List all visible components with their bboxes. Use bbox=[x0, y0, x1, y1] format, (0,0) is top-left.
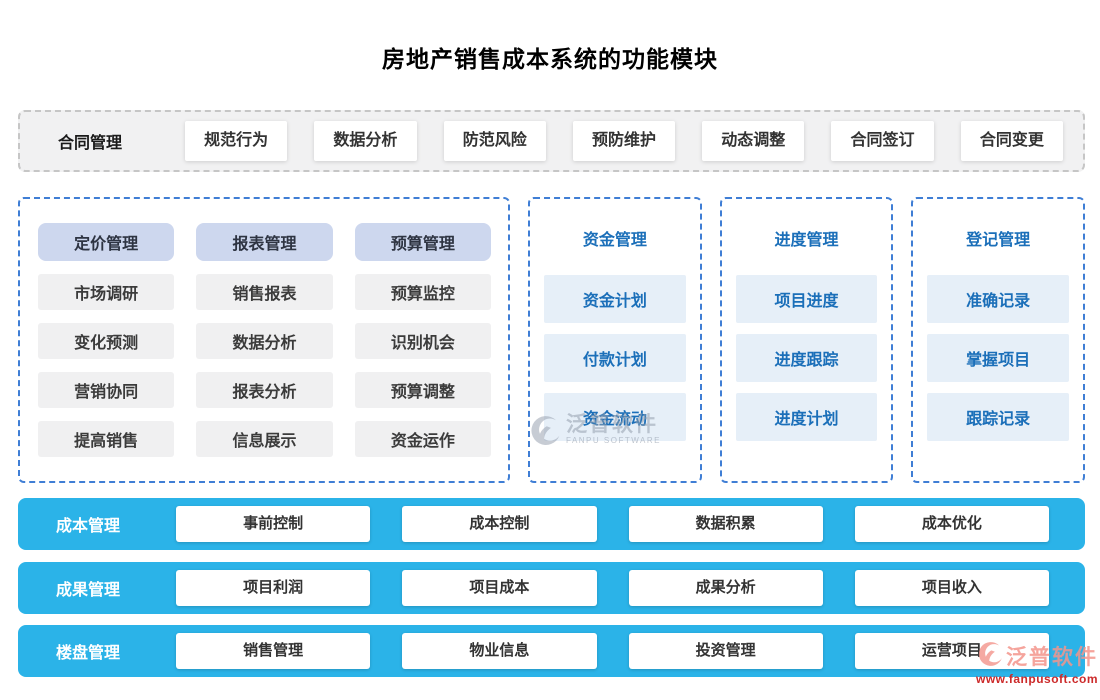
panel-item: 资金流动 bbox=[544, 393, 686, 441]
row-module-box: 数据积累 bbox=[628, 506, 823, 542]
panel-item: 进度跟踪 bbox=[735, 334, 878, 382]
row-module-box: 运营项目 bbox=[854, 633, 1049, 669]
panel-item: 掌握项目 bbox=[927, 334, 1070, 382]
matrix-item: 预算监控 bbox=[354, 274, 491, 310]
contract-module-box: 防范风险 bbox=[443, 121, 546, 161]
row-module-box: 事前控制 bbox=[176, 506, 371, 542]
contract-row-label: 合同管理 bbox=[57, 135, 122, 152]
results-management-row: 成果管理 项目利润 项目成本 成果分析 项目收入 bbox=[18, 562, 1085, 614]
matrix-item: 提高销售 bbox=[38, 421, 175, 457]
row-module-box: 销售管理 bbox=[176, 633, 371, 669]
panel-title: 进度管理 bbox=[774, 232, 839, 249]
panel-title: 资金管理 bbox=[582, 232, 647, 249]
contract-module-box: 预防维护 bbox=[572, 121, 676, 161]
contract-management-row: 合同管理 规范行为 数据分析 防范风险 预防维护 动态调整 合同签订 合同变更 bbox=[18, 110, 1085, 172]
panel-title: 登记管理 bbox=[966, 232, 1031, 249]
registration-management-panel: 登记管理 准确记录 掌握项目 跟踪记录 bbox=[911, 197, 1086, 483]
module-matrix-panel: 定价管理 报表管理 预算管理 市场调研 销售报表 预算监控 变化预测 数据分析 … bbox=[18, 197, 510, 483]
row-module-box: 物业信息 bbox=[402, 633, 597, 669]
matrix-item: 报表分析 bbox=[196, 372, 333, 408]
contract-module-box: 数据分析 bbox=[314, 121, 417, 161]
contract-module-box: 合同签订 bbox=[831, 121, 934, 161]
matrix-item: 信息展示 bbox=[196, 421, 333, 457]
matrix-item: 市场调研 bbox=[38, 274, 175, 310]
row-module-box: 成本控制 bbox=[402, 506, 597, 542]
row-module-box: 成果分析 bbox=[628, 570, 823, 606]
row-label: 成果管理 bbox=[55, 582, 120, 599]
matrix-item: 预算调整 bbox=[354, 372, 491, 408]
row-module-box: 成本优化 bbox=[854, 506, 1049, 542]
row-module-box: 项目收入 bbox=[854, 570, 1049, 606]
matrix-item: 变化预测 bbox=[38, 323, 175, 359]
matrix-item: 数据分析 bbox=[196, 323, 333, 359]
cost-management-row: 成本管理 事前控制 成本控制 数据积累 成本优化 bbox=[18, 498, 1085, 550]
panel-item: 进度计划 bbox=[735, 393, 878, 441]
row-label: 成本管理 bbox=[55, 518, 120, 535]
row-label: 楼盘管理 bbox=[55, 645, 120, 662]
panel-item: 准确记录 bbox=[927, 275, 1070, 323]
funds-management-panel: 资金管理 资金计划 付款计划 资金流动 bbox=[528, 197, 702, 483]
contract-module-box: 动态调整 bbox=[702, 121, 805, 161]
row-module-box: 项目利润 bbox=[176, 570, 371, 606]
matrix-header-pricing: 定价管理 bbox=[38, 223, 175, 261]
matrix-item: 营销协同 bbox=[38, 372, 175, 408]
middle-panels: 定价管理 报表管理 预算管理 市场调研 销售报表 预算监控 变化预测 数据分析 … bbox=[18, 197, 1086, 483]
contract-module-box: 规范行为 bbox=[185, 121, 288, 161]
matrix-item: 销售报表 bbox=[196, 274, 333, 310]
panel-item: 项目进度 bbox=[735, 275, 878, 323]
row-module-box: 项目成本 bbox=[402, 570, 597, 606]
property-management-row: 楼盘管理 销售管理 物业信息 投资管理 运营项目 bbox=[18, 625, 1085, 677]
panel-item: 资金计划 bbox=[544, 275, 686, 323]
panel-item: 跟踪记录 bbox=[927, 393, 1070, 441]
matrix-item: 识别机会 bbox=[354, 323, 491, 359]
matrix-item: 资金运作 bbox=[354, 421, 491, 457]
panel-item: 付款计划 bbox=[544, 334, 686, 382]
contract-module-box: 合同变更 bbox=[960, 121, 1063, 161]
matrix-header-budget: 预算管理 bbox=[354, 223, 491, 261]
row-module-box: 投资管理 bbox=[628, 633, 823, 669]
progress-management-panel: 进度管理 项目进度 进度跟踪 进度计划 bbox=[719, 197, 894, 483]
page-title: 房地产销售成本系统的功能模块 bbox=[382, 46, 718, 72]
matrix-header-report: 报表管理 bbox=[196, 223, 333, 261]
